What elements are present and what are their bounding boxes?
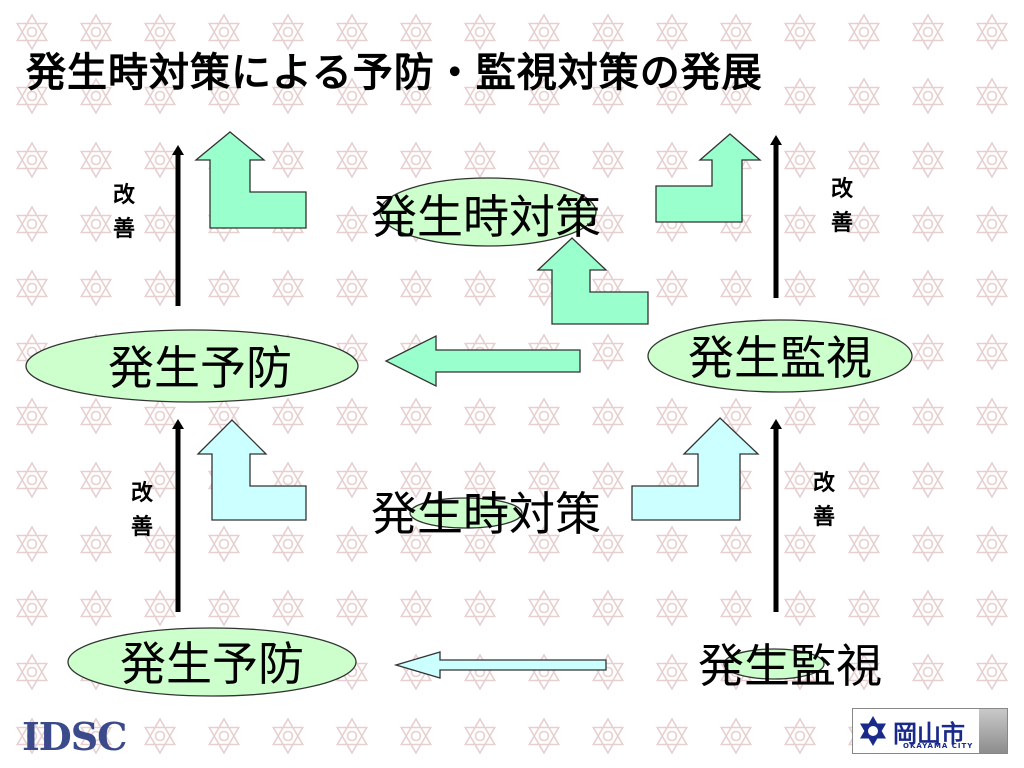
svg-text:善: 善	[131, 514, 153, 540]
ellipse-prevention-lower	[67, 627, 357, 697]
label-response-lower: 発生時対策	[371, 487, 601, 541]
city-name-japanese: 岡山市	[893, 720, 965, 748]
lower-left-pointing-arrow	[393, 651, 607, 679]
upper-left-pointing-arrow	[384, 334, 581, 388]
upper-left-corner-arrow	[194, 131, 307, 229]
castle-photo	[979, 709, 1007, 753]
city-name-english: OKAYAMA CITY	[903, 742, 974, 750]
ellipse-response-lower	[409, 497, 523, 529]
lower-left-corner-arrow	[196, 419, 307, 521]
upper-middle-corner-arrow	[536, 237, 649, 325]
idsc-logo: IDSC	[22, 714, 127, 759]
improve-label-upper-right: 改 善	[831, 176, 854, 236]
lower-right-corner-arrow	[631, 417, 760, 521]
improve-label-lower-left: 改 善	[131, 480, 154, 540]
improve-label-lower-right: 改 善	[813, 470, 836, 530]
svg-text:改: 改	[113, 182, 136, 208]
svg-text:善: 善	[831, 210, 853, 236]
label-response-upper: 発生時対策	[371, 190, 601, 244]
label-monitoring-lower: 発生監視	[698, 639, 882, 693]
ellipse-monitoring-lower	[723, 648, 825, 680]
city-emblem-icon	[860, 716, 886, 746]
label-monitoring-upper: 発生監視	[688, 331, 872, 385]
svg-text:善: 善	[813, 504, 835, 530]
okayama-city-logo: 岡山市 OKAYAMA CITY	[852, 708, 1008, 754]
label-prevention-upper: 発生予防	[108, 341, 292, 395]
ellipse-response-upper	[379, 177, 597, 247]
svg-text:改: 改	[813, 470, 836, 496]
upper-right-corner-arrow	[655, 133, 762, 223]
svg-text:改: 改	[831, 176, 854, 202]
svg-text:改: 改	[131, 480, 154, 506]
ellipse-monitoring-upper	[647, 319, 913, 393]
improve-label-upper-left: 改 善	[113, 182, 136, 242]
page-title: 発生時対策による予防・監視対策の発展	[26, 50, 763, 96]
svg-text:善: 善	[113, 216, 135, 242]
ellipse-prevention-upper	[25, 329, 359, 403]
label-prevention-lower: 発生予防	[120, 637, 304, 691]
